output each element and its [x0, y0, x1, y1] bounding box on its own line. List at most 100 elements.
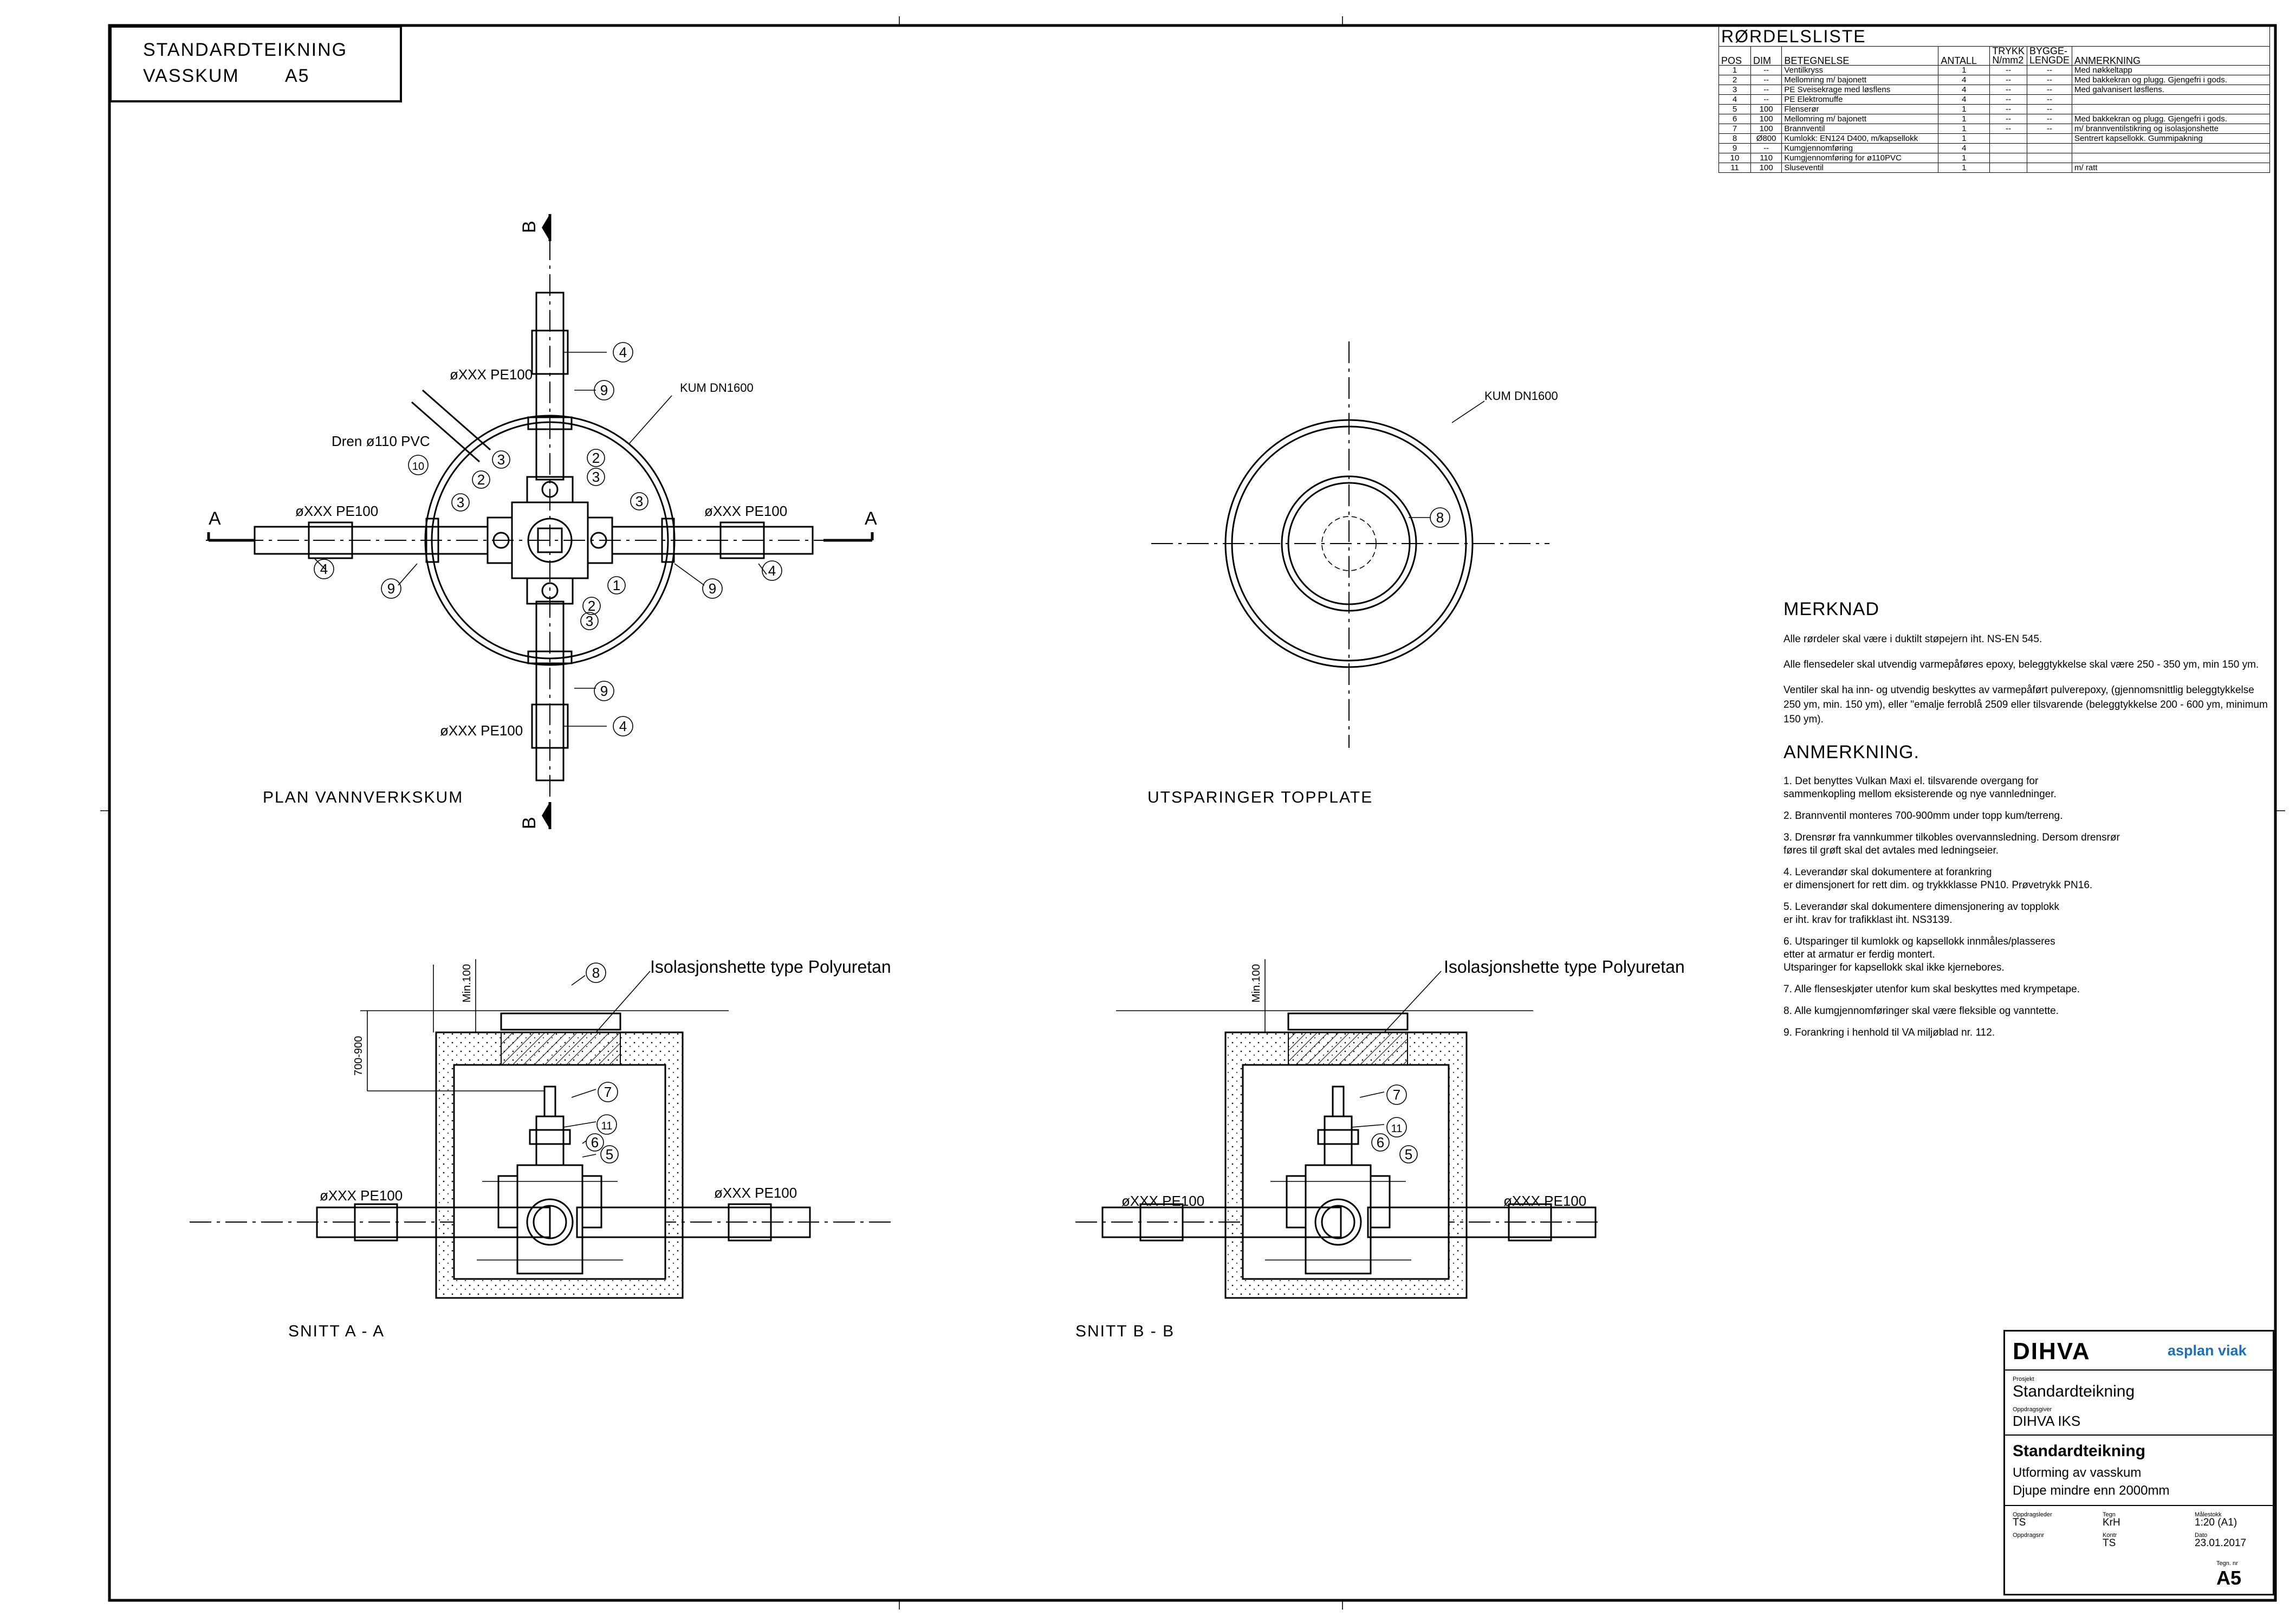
dim-min100: Min.100: [1250, 964, 1262, 1003]
pipe-list-cell: [2026, 143, 2073, 153]
balloon-10: 10: [412, 461, 424, 473]
section-a-view: Min.100 700-900 8 7 11 6 5: [190, 957, 894, 1299]
pipe-list-cell: Kumgjennomføring for ø110PVC: [1781, 153, 1939, 163]
dim-700-900: 700-900: [353, 1036, 365, 1076]
pipe-list-cell: --: [1750, 143, 1782, 153]
pipe-list-cell: 4: [1938, 143, 1990, 153]
pipe-list-cell: --: [2026, 75, 2073, 85]
pipe-list-cell: Med nøkkeltapp: [2072, 65, 2270, 75]
pipe-list-cell: 1: [1938, 163, 1990, 173]
plan-view: [206, 214, 874, 829]
corner-title-line2: VASSKUM: [143, 66, 239, 86]
title-block-meta: Oppdragsleder TS Oppdragsnr Tegn KrH Kon…: [2005, 1506, 2273, 1595]
pipe-list-cell: Sentrert kapsellokk. Gummipakning: [2072, 133, 2270, 144]
pipe-list-cell: Mellomring m/ bajonett: [1781, 114, 1939, 124]
balloon-3: 3: [592, 469, 600, 485]
frame-ticks: [100, 16, 2285, 1610]
pipe-list-cell: Med bakkekran og plugg. Gjengefri i gods…: [2072, 114, 2270, 124]
balloon-8: 8: [592, 965, 600, 981]
balloon-4: 4: [619, 344, 627, 360]
tegn-label: Tegn: [2103, 1511, 2116, 1518]
title-block-logos: DIHVA asplan viak: [2005, 1332, 2273, 1371]
pipe-list-cell: --: [2026, 114, 2073, 124]
pipe-list-cell: 2: [1718, 75, 1751, 85]
malestokk-value: 1:20 (A1): [2195, 1517, 2237, 1528]
section-b-label: SNITT B - B: [1075, 1322, 1175, 1340]
prosjekt-value: Standardteikning: [2013, 1382, 2135, 1400]
balloon-3: 3: [457, 494, 464, 510]
pipe-list-cell: PE Sveisekrage med løsflens: [1781, 85, 1939, 95]
topplate-view: 8 KUM DN1600: [1151, 341, 1558, 748]
col-dim: DIM: [1750, 46, 1782, 66]
pipe-label: øXXX PE100: [320, 1187, 403, 1204]
balloon-2: 2: [588, 598, 595, 614]
pipe-label: øXXX PE100: [1503, 1193, 1586, 1209]
pipe-list-header: POS DIM BETEGNELSE ANTALL TRYKK N/mm2 BY…: [1718, 46, 2270, 66]
pipe-list-cell: [2072, 143, 2270, 153]
title-block-project: Prosjekt Standardteikning Oppdragsgiver …: [2005, 1371, 2273, 1436]
col-anmerkning: ANMERKNING: [2072, 46, 2270, 66]
pipe-list-cell: --: [1750, 75, 1782, 85]
pipe-list-cell: Sluseventil: [1781, 163, 1939, 173]
plan-balloons: 4 9 10 2 3 2 3 3 3 1 2 3 4 9 4 9 9 4: [314, 342, 782, 736]
col-antall: ANTALL: [1938, 46, 1990, 66]
pipe-list-cell: 1: [1938, 114, 1990, 124]
title-block: DIHVA asplan viak Prosjekt Standardteikn…: [2003, 1330, 2274, 1595]
pipe-list-cell: --: [1750, 94, 1782, 105]
drawing-title: Standardteikning: [2013, 1442, 2146, 1460]
merknad-title: MERKNAD: [1783, 599, 1880, 619]
pipe-list-cell: 4: [1938, 94, 1990, 105]
notes-section: MERKNAD Alle rørdeler skal være i duktil…: [1783, 599, 2271, 1048]
pipe-list-cell: --: [1989, 104, 2027, 114]
pipe-list-cell: --: [1750, 65, 1782, 75]
col-betegnelse: BETEGNELSE: [1781, 46, 1939, 66]
balloon-8: 8: [1436, 509, 1444, 526]
pipe-label: øXXX PE100: [704, 503, 787, 519]
section-letter-b: B: [519, 817, 540, 829]
pipe-list-cell: --: [1989, 114, 2027, 124]
balloon-1: 1: [613, 577, 620, 593]
balloon-6: 6: [591, 1134, 599, 1151]
pipe-list-cell: [2072, 153, 2270, 163]
dato-value: 23.01.2017: [2195, 1537, 2247, 1549]
pipe-list-cell: 8: [1718, 133, 1751, 144]
pipe-list-cell: [2026, 133, 2073, 144]
section-letter-b: B: [519, 221, 540, 233]
pipe-list-cell: 100: [1750, 104, 1782, 114]
pipe-list-cell: [1989, 143, 2027, 153]
pipe-list-cell: --: [1989, 85, 2027, 95]
pipe-list-cell: 5: [1718, 104, 1751, 114]
drawing-subtitle-1: Utforming av vasskum: [2013, 1465, 2142, 1480]
section-letter-a: A: [865, 508, 877, 529]
anmerkning-item: 7. Alle flenseskjøter utenfor kum skal b…: [1783, 984, 2080, 995]
balloon-6: 6: [1377, 1134, 1384, 1151]
col-pos: POS: [1718, 46, 1751, 66]
pipe-list-cell: --: [1750, 85, 1782, 95]
dren-label: Dren ø110 PVC: [332, 433, 430, 449]
oppdragsgiver-value: DIHVA IKS: [2013, 1413, 2081, 1429]
pipe-list-cell: 11: [1718, 163, 1751, 173]
kum-label: KUM DN1600: [680, 381, 754, 395]
anmerkning-item: 2. Brannventil monteres 700-900mm under …: [1783, 810, 2063, 822]
pipe-list-cell: 7: [1718, 124, 1751, 134]
merknad-note: Alle flensedeler skal utvendig varmepåfø…: [1783, 659, 2259, 670]
section-a-label: SNITT A - A: [288, 1322, 385, 1340]
pipe-list-title: RØRDELSLISTE: [1718, 26, 2270, 47]
balloon-3: 3: [586, 613, 593, 629]
pipe-list-cell: Mellomring m/ bajonett: [1781, 75, 1939, 85]
pipe-list-cell: [1989, 153, 2027, 163]
balloon-4: 4: [619, 718, 627, 734]
pipe-list-cell: --: [1989, 75, 2027, 85]
corner-title-box: STANDARDTEIKNING VASSKUM A5: [109, 25, 402, 102]
pipe-list-cell: [2026, 153, 2073, 163]
plan-labels: KUM DN1600 øXXX PE100 Dren ø110 PVC øXXX…: [209, 221, 877, 829]
kum-label: KUM DN1600: [1484, 389, 1558, 403]
